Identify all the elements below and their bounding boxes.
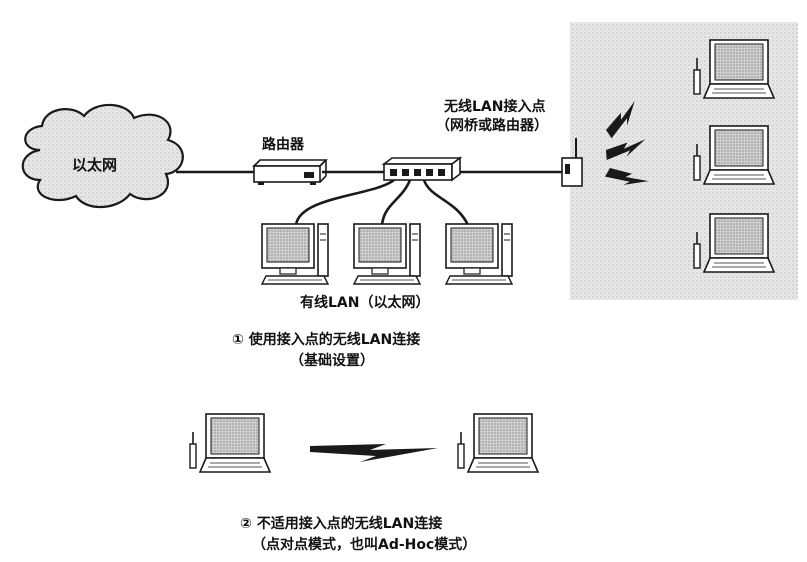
- access-point-title: 无线LAN接入点: [444, 99, 546, 115]
- wired-lan-label: 有线LAN（以太网）: [300, 295, 430, 311]
- hub-icon: [381, 156, 463, 182]
- desktop-pc-icon: [353, 223, 421, 285]
- caption-infrastructure-line2: （基础设置）: [290, 353, 374, 369]
- access-point-subtitle: （网桥或路由器）: [436, 118, 548, 134]
- caption-adhoc-line1: ② 不适用接入点的无线LAN连接: [240, 516, 443, 532]
- router-label: 路由器: [262, 137, 304, 153]
- router-icon: [252, 159, 328, 185]
- laptop-icon: [189, 413, 271, 473]
- ethernet-cloud-label: 以太网: [72, 156, 118, 174]
- caption-adhoc-line2: （点对点模式，也叫Ad-Hoc模式）: [252, 537, 477, 553]
- wired-links: [176, 170, 562, 226]
- desktop-pc-icon: [445, 223, 513, 285]
- access-point-icon: [561, 138, 583, 187]
- cloud-icon: [21, 103, 184, 209]
- caption-infrastructure-line1: ① 使用接入点的无线LAN连接: [232, 332, 421, 348]
- lightning-signal-icon: [310, 444, 438, 462]
- desktop-pc-icon: [261, 223, 329, 285]
- laptop-icon: [457, 413, 539, 473]
